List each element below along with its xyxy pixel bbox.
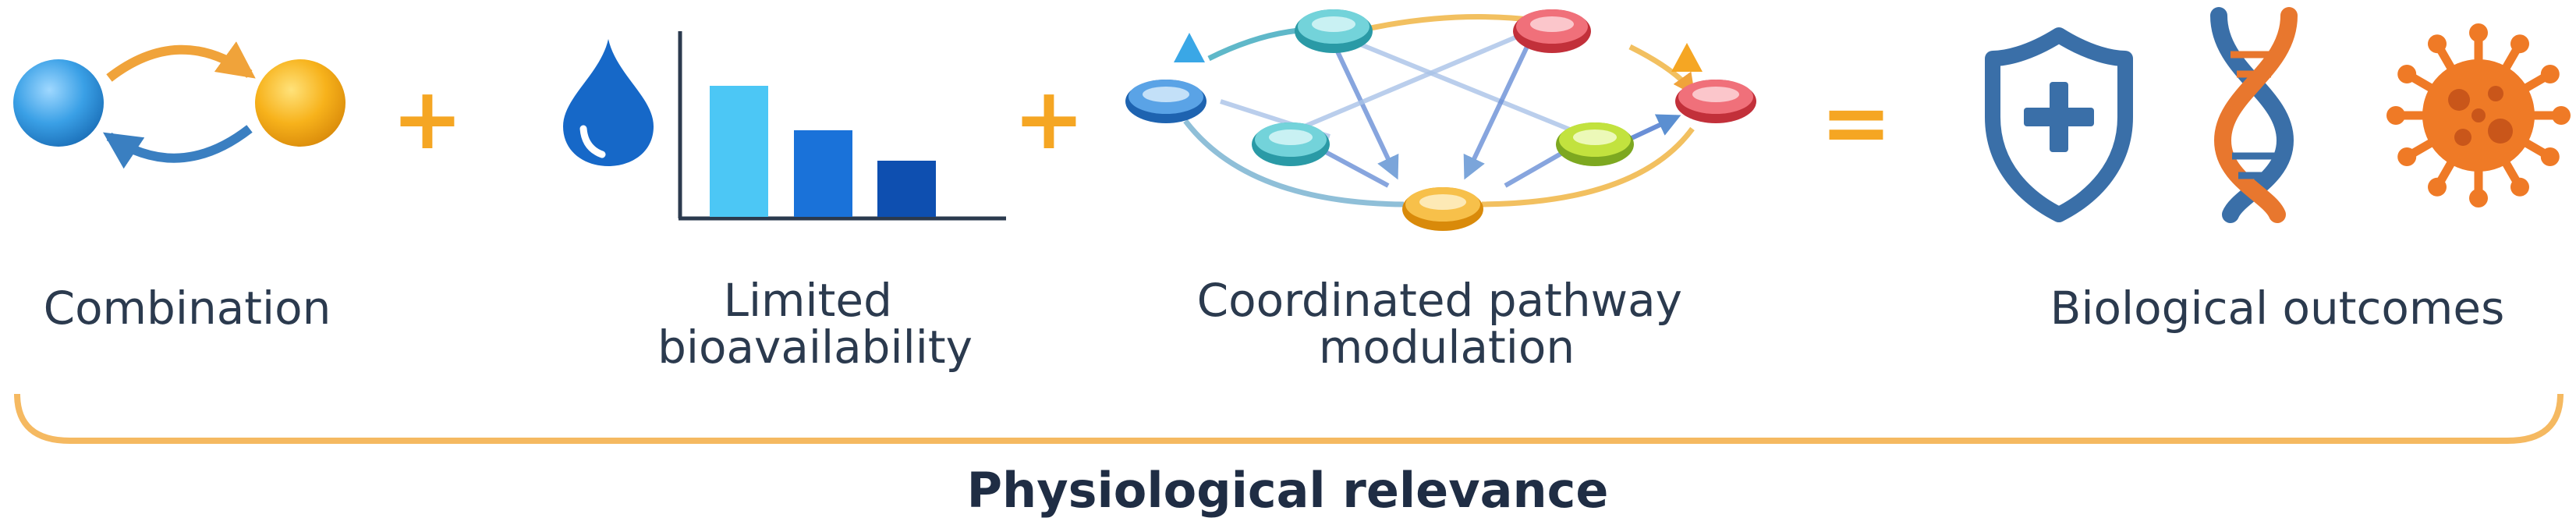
virus-spike-tip xyxy=(2510,34,2529,54)
blue-node-left xyxy=(1125,80,1207,123)
pathway-label-line-1: Coordinated pathway xyxy=(1197,274,1682,327)
red-node-right xyxy=(1675,80,1756,123)
teal-node-middle xyxy=(1252,122,1330,166)
virus-spike-tip xyxy=(2397,147,2417,166)
virus-spike-tip xyxy=(2428,177,2447,197)
outcomes-panel: Biological outcomes xyxy=(1985,7,2571,335)
green-node-middle xyxy=(1556,122,1634,166)
blue-triangle-icon xyxy=(1174,33,1205,62)
yellow-node-bottom xyxy=(1402,187,1483,231)
virus-spike-tip xyxy=(2552,106,2571,125)
virus-spot xyxy=(2488,86,2503,101)
virus-spot xyxy=(2454,129,2471,146)
combination-icon xyxy=(13,41,345,169)
orange-triangle-icon xyxy=(1671,43,1703,72)
virus-spike-tip xyxy=(2540,147,2560,166)
bioavailability-label-line-1: Limited xyxy=(724,274,892,327)
virus-spike-tip xyxy=(2397,65,2417,83)
network-link xyxy=(1327,34,1399,180)
virus-spike-tip xyxy=(2428,34,2447,54)
network-bottom-left-arc xyxy=(1183,119,1405,207)
bioavailability-bar-1 xyxy=(710,86,768,217)
footer-title: Physiological relevance xyxy=(967,462,1609,519)
outcomes-label: Biological outcomes xyxy=(2050,282,2505,335)
network-link xyxy=(1463,34,1535,180)
pathway-panel: Coordinated pathway modulation xyxy=(1125,9,1756,374)
water-drop-icon xyxy=(563,39,654,166)
combination-label: Combination xyxy=(44,282,331,335)
virus-spot xyxy=(2448,89,2470,111)
virus-spike-tip xyxy=(2469,189,2488,207)
virus-spot xyxy=(2471,108,2486,122)
virus-spike-tip xyxy=(2386,106,2405,125)
plus-operator-2: + xyxy=(1013,69,1085,168)
yellow-compound-circle xyxy=(255,59,345,147)
bioavailability-label-line-2: bioavailability xyxy=(657,321,973,374)
network-link xyxy=(1336,33,1589,139)
blue-arc-arrow xyxy=(103,125,253,169)
network-link xyxy=(1324,150,1390,188)
virus-spike-tip xyxy=(2540,65,2560,83)
blue-compound-circle xyxy=(13,59,104,147)
virus-spike-tip xyxy=(2469,23,2488,42)
bioavailability-bar-chart xyxy=(678,31,1006,221)
teal-node-top xyxy=(1295,9,1373,53)
pathway-label-line-2: modulation xyxy=(1319,321,1575,374)
water-drop-highlight xyxy=(579,125,606,158)
pathway-label: Coordinated pathway modulation xyxy=(1197,274,1697,374)
pathway-network-icon xyxy=(1125,9,1756,231)
equals-operator: = xyxy=(1820,73,1892,172)
bioavailability-bar-3 xyxy=(877,161,936,217)
shield-plus-icon xyxy=(1985,27,2133,222)
bioavailability-panel: Limited bioavailability xyxy=(563,31,1006,374)
orange-arc-arrow xyxy=(106,41,256,82)
grouping-bracket xyxy=(14,393,2564,444)
network-bottom-right-arc xyxy=(1481,126,1695,207)
virus-spike-tip xyxy=(2510,177,2529,197)
bioavailability-bar-2 xyxy=(794,130,852,217)
network-link xyxy=(1270,33,1522,143)
network-link xyxy=(1504,150,1565,188)
virus-icon xyxy=(2386,23,2571,207)
red-node-top xyxy=(1513,9,1591,53)
bioavailability-label: Limited bioavailability xyxy=(657,274,973,374)
dna-helix-icon xyxy=(2210,7,2298,223)
combination-panel: Combination xyxy=(13,41,345,335)
virus-spot xyxy=(2488,119,2513,144)
plus-operator-1: + xyxy=(392,69,463,168)
